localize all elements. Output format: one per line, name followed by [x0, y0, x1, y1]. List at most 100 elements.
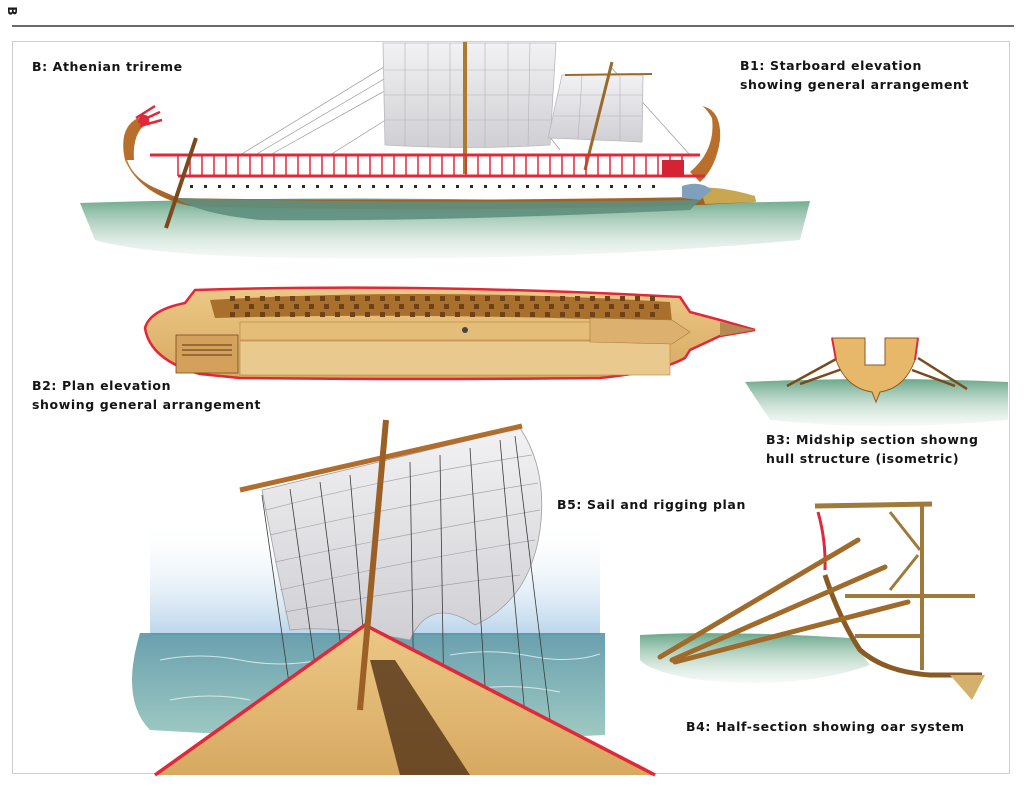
label-b5: B5: Sail and rigging plan [557, 495, 746, 514]
b2-bench [489, 304, 494, 309]
b2-bench [425, 312, 430, 317]
b2-bench [455, 312, 460, 317]
b2-bench [635, 312, 640, 317]
b2-bench [320, 312, 325, 317]
b2-bench [455, 296, 460, 301]
b1-bow-shield [662, 160, 684, 177]
b2-bench [305, 296, 310, 301]
b2-stern-cabin [175, 334, 239, 374]
b2-bench [260, 312, 265, 317]
b4-oar-system [640, 501, 985, 700]
b2-center-walkway [239, 321, 621, 341]
b2-bench [575, 296, 580, 301]
b1-oar-port [190, 185, 193, 188]
b2-bench [365, 296, 370, 301]
b1-oar-port [568, 185, 571, 188]
b1-oar-port [610, 185, 613, 188]
b5-hatch [370, 660, 470, 775]
b2-bench [339, 304, 344, 309]
b1-oar-port [596, 185, 599, 188]
b2-bench [545, 312, 550, 317]
b4-top-beam [814, 501, 933, 509]
b2-bench [249, 304, 254, 309]
b1-oar-port [330, 185, 333, 188]
b2-mast-step [462, 327, 468, 333]
b2-bench [654, 304, 659, 309]
b2-bench [410, 296, 415, 301]
label-b3-line2: hull structure (isometric) [766, 451, 960, 466]
b4-oars [657, 537, 911, 665]
label-b2-line2: showing general arrangement [32, 397, 262, 412]
b1-oar-port [372, 185, 375, 188]
b2-bench [459, 304, 464, 309]
b2-bench [320, 296, 325, 301]
b2-bench [440, 312, 445, 317]
b1-oar-port [484, 185, 487, 188]
b2-bench [440, 296, 445, 301]
label-b2-line1: B2: Plan elevation [32, 378, 172, 393]
b2-bench [609, 304, 614, 309]
b1-bow-post [690, 106, 721, 182]
label-b3: B3: Midship section showng hull structur… [766, 430, 979, 468]
b4-sea [640, 633, 870, 683]
b2-bench [275, 296, 280, 301]
b1-oar-port [638, 185, 641, 188]
b1-oar-port [526, 185, 529, 188]
b2-rower-benches [230, 296, 659, 317]
b2-bench [245, 312, 250, 317]
b2-bench [335, 312, 340, 317]
b2-bench [575, 312, 580, 317]
b2-ram [720, 322, 755, 336]
b2-bench [279, 304, 284, 309]
b2-bench [560, 296, 565, 301]
b2-bench [564, 304, 569, 309]
b2-bench [350, 296, 355, 301]
b1-oar-port [456, 185, 459, 188]
b2-bench [395, 312, 400, 317]
b2-bench [590, 296, 595, 301]
b2-bench [414, 304, 419, 309]
b2-bench [549, 304, 554, 309]
b1-oar-port [386, 185, 389, 188]
b2-bench [485, 312, 490, 317]
b2-bench [624, 304, 629, 309]
b1-oar-port [274, 185, 277, 188]
b2-bench [444, 304, 449, 309]
b4-hull-curve [822, 574, 982, 678]
b2-bench [230, 312, 235, 317]
b1-oar-port [582, 185, 585, 188]
b2-bench [380, 296, 385, 301]
b2-bench [309, 304, 314, 309]
b5-sail-rigging [132, 419, 656, 777]
b1-oar-port [316, 185, 319, 188]
b2-bench [474, 304, 479, 309]
b2-bench [425, 296, 430, 301]
b1-oar-port [260, 185, 263, 188]
b2-bench [429, 304, 434, 309]
b1-oar-port [428, 185, 431, 188]
b1-oar-port [470, 185, 473, 188]
b2-bench [500, 296, 505, 301]
b1-oar-port [358, 185, 361, 188]
b1-oar-port [288, 185, 291, 188]
b2-bench [605, 296, 610, 301]
b4-rail-curve [816, 511, 827, 571]
b2-bench [365, 312, 370, 317]
b2-bench [594, 304, 599, 309]
b2-bench [234, 304, 239, 309]
b2-bench [560, 312, 565, 317]
b1-oar-port [540, 185, 543, 188]
b2-rower-benches-area [210, 293, 672, 322]
b1-oar-port [414, 185, 417, 188]
b1-oar-port [652, 185, 655, 188]
b5-mast [357, 419, 389, 711]
b1-oar-ports [190, 185, 655, 188]
b2-plan-elevation [143, 286, 756, 381]
b2-bench [504, 304, 509, 309]
b2-bench [230, 296, 235, 301]
b1-stern-ornament [135, 104, 163, 128]
b1-starboard-elevation [80, 42, 810, 259]
b2-bench [590, 312, 595, 317]
b2-bench [519, 304, 524, 309]
